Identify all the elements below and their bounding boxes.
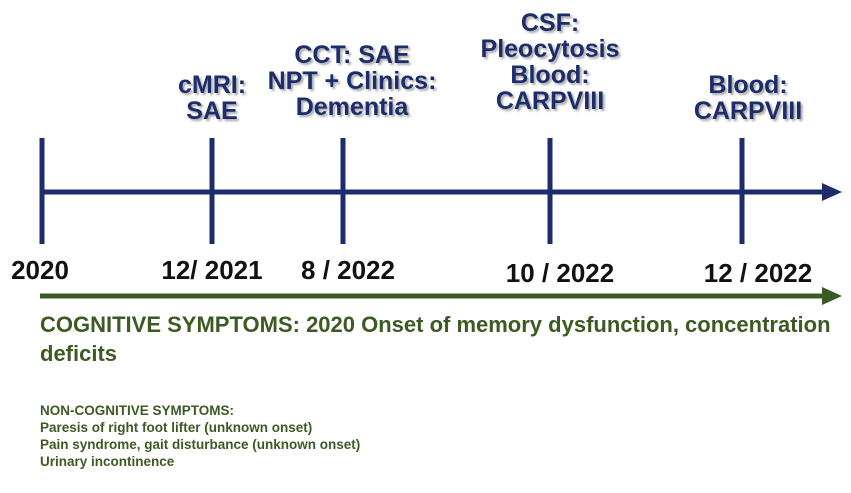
date-label-2022-12: 12 / 2022 xyxy=(703,258,813,288)
symptoms-arrowhead xyxy=(822,287,842,305)
non-cognitive-item: Urinary incontinence xyxy=(40,454,175,469)
timeline-arrowhead xyxy=(822,183,842,201)
event-label-2022-12: Blood: CARPVIII xyxy=(693,71,803,125)
non-cognitive-item: Pain syndrome, gait disturbance (unknown… xyxy=(40,437,361,452)
event-label-2021-12: cMRI: SAE xyxy=(177,71,247,125)
non-cognitive-item: Paresis of right foot lifter (unknown on… xyxy=(40,420,313,435)
cognitive-symptoms-text: COGNITIVE SYMPTOMS: 2020 Onset of memory… xyxy=(40,312,831,366)
event-label-2022-08: CCT: SAE NPT + Clinics: Dementia xyxy=(267,41,437,121)
date-label-2021-12: 12/ 2021 xyxy=(161,255,263,285)
non-cognitive-heading: NON-COGNITIVE SYMPTOMS: xyxy=(40,403,235,418)
date-label-2022-08: 8 / 2022 xyxy=(301,255,395,285)
date-label-2020: 2020 xyxy=(11,255,69,285)
event-label-2022-10: CSF: Pleocytosis Blood: CARPVIII xyxy=(480,9,620,115)
non-cognitive-symptoms: NON-COGNITIVE SYMPTOMS: Paresis of right… xyxy=(40,402,360,470)
date-label-2022-10: 10 / 2022 xyxy=(505,258,615,288)
